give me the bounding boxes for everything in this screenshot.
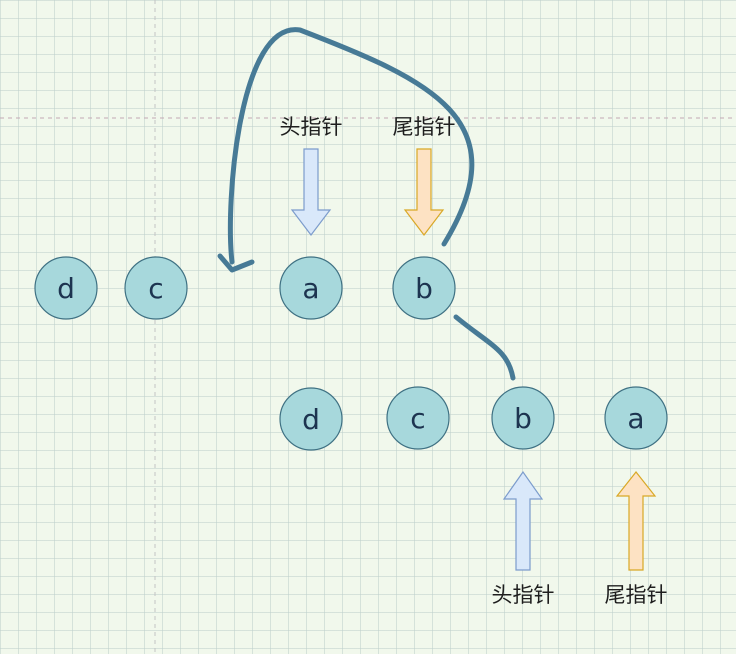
- top-node-d-label: d: [57, 272, 75, 305]
- top-node-a-label: a: [302, 272, 319, 305]
- top-head-pointer-label: 头指针: [280, 115, 343, 139]
- bottom-node-a: a: [604, 386, 668, 450]
- link-curve: [453, 314, 516, 381]
- top-node-d: d: [34, 256, 98, 320]
- bottom-node-d: d: [279, 387, 343, 451]
- top-tail-pointer-label: 尾指针: [393, 115, 456, 139]
- top-node-c: c: [124, 256, 188, 320]
- top-node-b: b: [392, 256, 456, 320]
- bottom-tail-pointer-arrow: [615, 471, 657, 571]
- bottom-node-b-label: b: [514, 402, 532, 435]
- bottom-node-d-label: d: [302, 403, 320, 436]
- bottom-head-pointer-label: 头指针: [492, 583, 555, 607]
- top-node-a: a: [279, 256, 343, 320]
- bottom-tail-pointer-label: 尾指针: [605, 583, 668, 607]
- top-node-c-label: c: [148, 272, 163, 305]
- bottom-node-c-label: c: [410, 402, 425, 435]
- move-arrow-curve: [227, 27, 475, 265]
- bottom-node-c: c: [386, 386, 450, 450]
- top-head-pointer-arrow: [290, 148, 332, 236]
- bottom-head-pointer-arrow: [502, 470, 544, 571]
- top-node-b-label: b: [415, 272, 433, 305]
- bottom-node-b: b: [491, 386, 555, 450]
- top-tail-pointer-arrow: [403, 148, 445, 236]
- move-arrow-head: [217, 253, 255, 273]
- bottom-node-a-label: a: [627, 402, 644, 435]
